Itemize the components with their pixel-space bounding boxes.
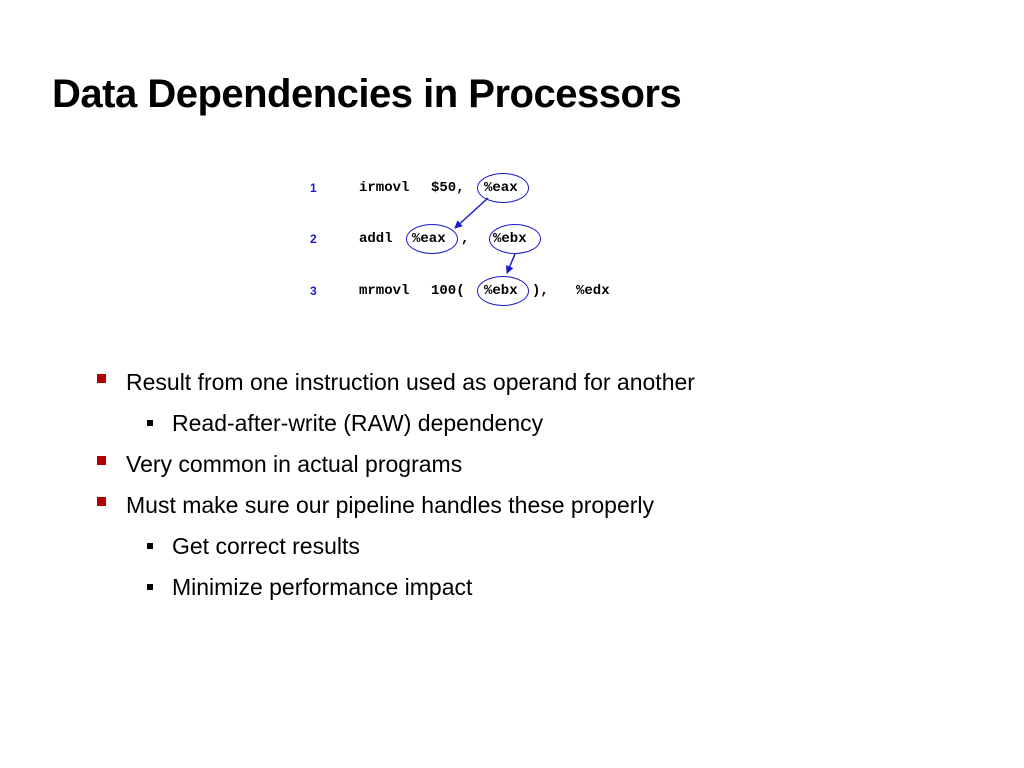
bullet-marker-red: [97, 374, 106, 383]
bullet-subitem: Get correct results: [172, 533, 360, 559]
bullet-item: Must make sure our pipeline handles thes…: [126, 492, 655, 518]
bullet-marker-sub: [147, 584, 153, 590]
arrow-ebx-dependency: [506, 253, 516, 274]
paren-close: ),: [532, 283, 549, 299]
line-number: 3: [310, 284, 317, 298]
register-edx: %edx: [576, 283, 610, 299]
line-number: 2: [310, 232, 317, 246]
highlight-circle-eax-2: [406, 224, 458, 254]
line-number: 1: [310, 181, 317, 195]
comma: ,: [461, 231, 470, 247]
page-title: Data Dependencies in Processors: [52, 72, 682, 116]
arrow-eax-dependency: [454, 197, 489, 229]
operand-immediate: $50,: [431, 180, 465, 196]
bullet-marker-red: [97, 456, 106, 465]
bullet-item: Very common in actual programs: [126, 451, 463, 477]
bullet-marker-red: [97, 497, 106, 506]
bullet-marker-sub: [147, 420, 153, 426]
bullet-subitem: Read-after-write (RAW) dependency: [172, 410, 544, 436]
bullet-subitem: Minimize performance impact: [172, 574, 473, 600]
bullet-marker-sub: [147, 543, 153, 549]
bullet-item: Result from one instruction used as oper…: [126, 369, 695, 395]
opcode: irmovl: [359, 180, 410, 196]
highlight-circle-ebx-3: [477, 276, 529, 306]
opcode: addl: [359, 231, 393, 247]
highlight-circle-ebx-2: [489, 224, 541, 254]
highlight-circle-eax-1: [477, 173, 529, 203]
opcode: mrmovl: [359, 283, 410, 299]
operand-offset: 100(: [431, 283, 465, 299]
